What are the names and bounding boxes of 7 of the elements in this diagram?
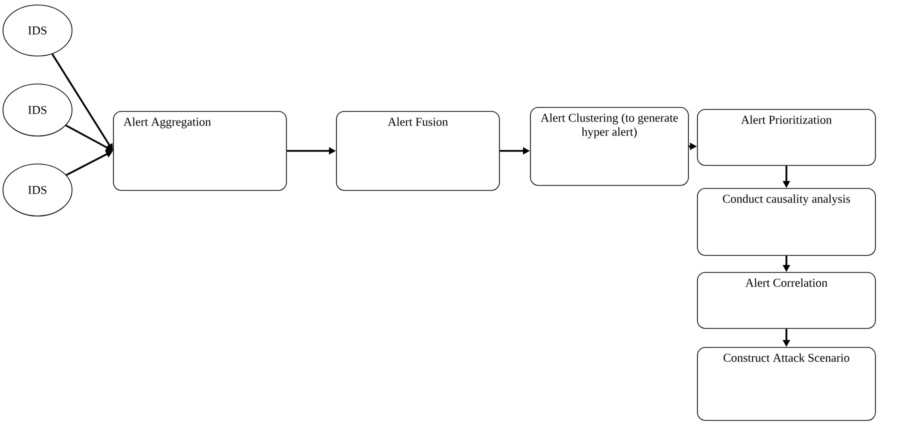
process-box: Alert Aggregation	[113, 111, 287, 191]
process-box: Alert Clustering (to generate hyper alert)	[530, 107, 689, 186]
process-box: Alert Fusion	[336, 111, 500, 191]
process-box: Conduct causality analysis	[697, 188, 876, 256]
process-box: Alert Prioritization	[697, 109, 876, 166]
process-box: Alert Correlation	[697, 272, 876, 329]
process-box: Construct Attack Scenario	[697, 347, 876, 421]
